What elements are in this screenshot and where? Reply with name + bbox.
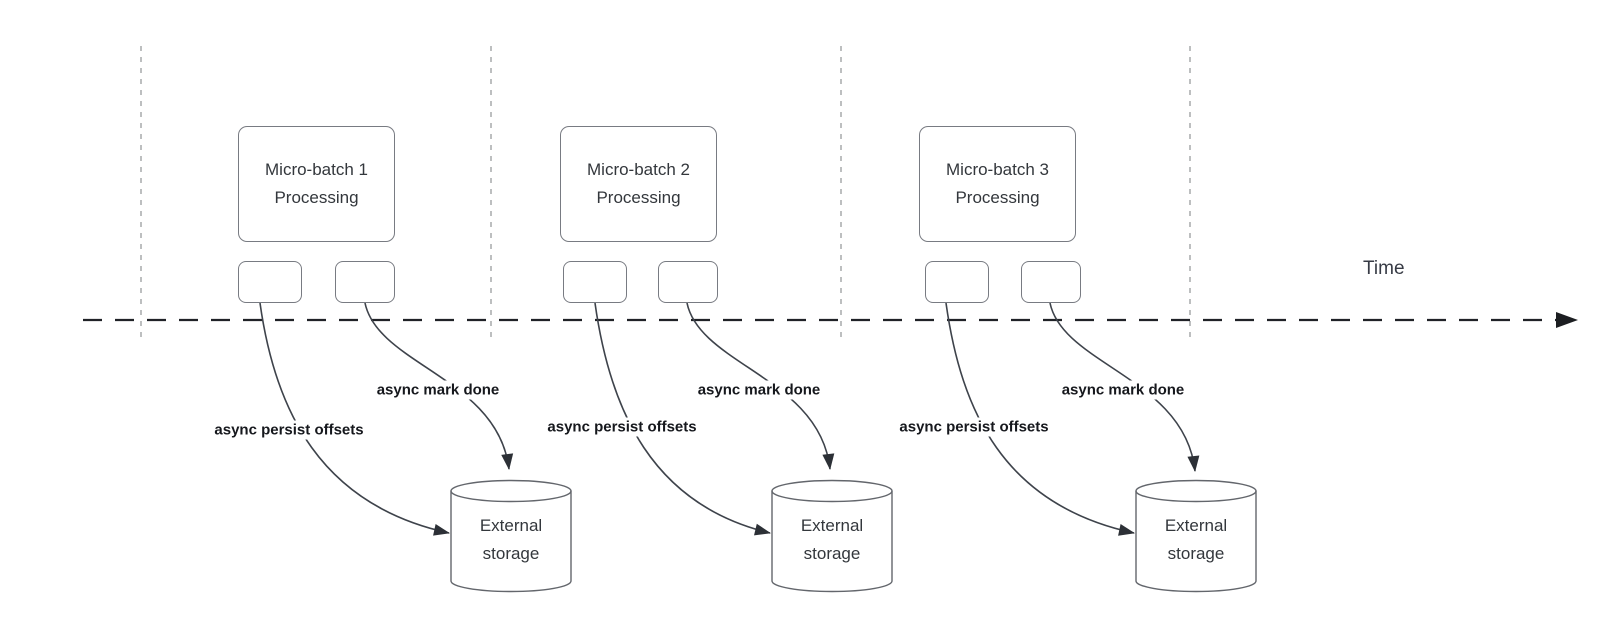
external-storage-line1: External (800, 516, 864, 535)
external-storage-line2: storage (482, 544, 540, 563)
mark-done-arrow (686, 302, 835, 470)
external-storage-cylinder (1135, 479, 1257, 593)
external-storage-label: External storage (451, 512, 571, 568)
commit-task-box-3 (1021, 261, 1081, 303)
persist-offsets-arrow (259, 302, 450, 536)
micro-batch-box-title: Micro-batch 1 (265, 160, 368, 179)
external-storage-cylinder (771, 479, 893, 593)
micro-batch-box-title: Micro-batch 2 (587, 160, 690, 179)
persist-offsets-arrow (945, 302, 1135, 536)
commit-task-box-1 (335, 261, 395, 303)
external-storage-line1: External (1164, 516, 1228, 535)
micro-batch-box-1: Micro-batch 1 Processing (238, 126, 395, 242)
offset-task-box-2 (563, 261, 627, 303)
persist-offsets-label: async persist offsets (210, 420, 368, 440)
micro-batch-box-3: Micro-batch 3 Processing (919, 126, 1076, 242)
external-storage-line1: External (479, 516, 543, 535)
persist-offsets-label: async persist offsets (543, 417, 701, 437)
mark-done-label: async mark done (372, 380, 504, 400)
external-storage-label: External storage (1136, 512, 1256, 568)
offset-task-box-3 (925, 261, 989, 303)
external-storage-line2: storage (803, 544, 861, 563)
mark-done-label: async mark done (693, 380, 825, 400)
mark-done-arrow (364, 302, 514, 470)
micro-batch-box-2: Micro-batch 2 Processing (560, 126, 717, 242)
persist-offsets-label: async persist offsets (895, 417, 1053, 437)
external-storage-label: External storage (772, 512, 892, 568)
mark-done-label: async mark done (1057, 380, 1189, 400)
persist-offsets-arrow (594, 302, 771, 536)
mark-done-arrow (1049, 302, 1200, 472)
commit-task-box-2 (658, 261, 718, 303)
external-storage-cylinder (450, 479, 572, 593)
micro-batch-box-title: Micro-batch 3 (946, 160, 1049, 179)
external-storage-line2: storage (1167, 544, 1225, 563)
offset-task-box-1 (238, 261, 302, 303)
micro-batch-box-subtitle: Processing (955, 188, 1040, 207)
time-axis-label: Time (1363, 258, 1405, 279)
micro-batch-box-subtitle: Processing (596, 188, 681, 207)
micro-batch-box-subtitle: Processing (274, 188, 359, 207)
